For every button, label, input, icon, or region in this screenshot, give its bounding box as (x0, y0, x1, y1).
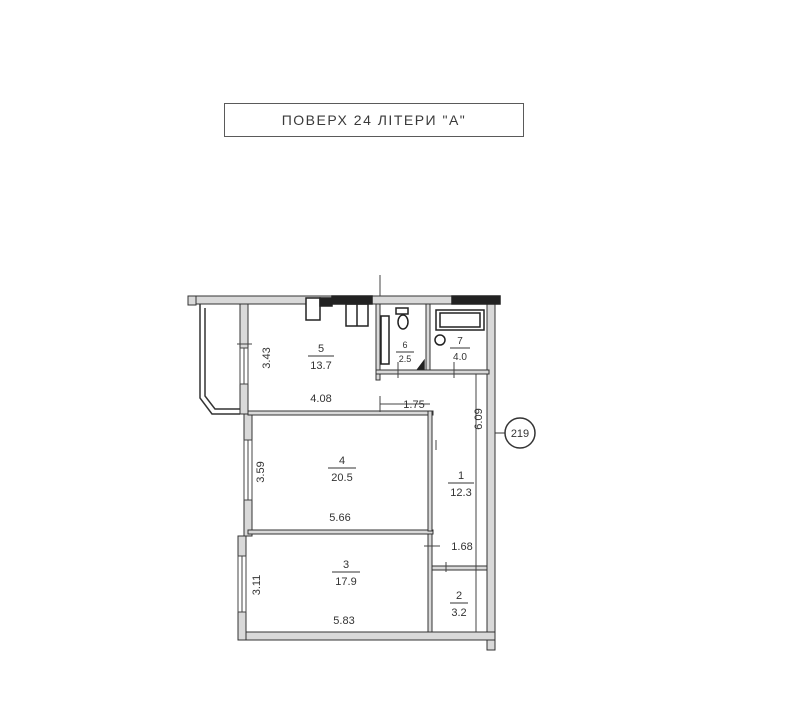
room-1-area: 12.3 (450, 487, 471, 499)
balcony (199, 304, 240, 415)
dim-room4-height: 3.59 (255, 461, 267, 482)
room-7-number: 7 (457, 336, 463, 347)
floor-title: ПОВЕРХ 24 ЛІТЕРИ "А" (224, 103, 524, 137)
wall-right (486, 303, 496, 651)
wall-bottom (239, 631, 496, 641)
room-7-area: 4.0 (453, 352, 467, 363)
wall-room6-room7 (425, 303, 431, 373)
apartment-number: 219 (511, 428, 529, 440)
room-4-area: 20.5 (331, 472, 352, 484)
dimension-lines (237, 275, 477, 632)
wall-room5-room4 (247, 410, 434, 416)
wall-room4-corridor (427, 410, 433, 532)
wall-room3-corridor (427, 533, 433, 633)
room-2-number: 2 (456, 590, 462, 602)
room-6-number: 6 (402, 340, 407, 350)
dimension-labels: 3.43 4.08 1.75 6.09 3.59 5.66 1.68 3.11 … (251, 347, 485, 627)
wall-bath-corridor (375, 369, 490, 375)
washer-icon (380, 315, 390, 365)
room-4-number: 4 (339, 455, 345, 467)
wall-room4-room3 (247, 529, 434, 535)
toilet-icon (397, 314, 409, 330)
room-5-number: 5 (318, 343, 324, 355)
stove-icon (305, 297, 321, 321)
dim-room5-width: 4.08 (310, 393, 331, 405)
windows (237, 347, 253, 613)
wall-top-left-stub (187, 295, 197, 306)
dim-room3-height: 3.11 (251, 575, 263, 596)
dim-room3-width: 5.83 (333, 615, 354, 627)
wall-room5-room6 (375, 303, 381, 381)
door-swing-icon (416, 358, 425, 370)
room-1-number: 1 (458, 470, 464, 482)
fixtures (305, 295, 501, 370)
apartment-marker: 219 (495, 417, 536, 449)
wall-room2-top (431, 565, 488, 571)
room-labels: 5 13.7 6 2.5 7 4.0 4 20.5 1 12.3 3 17.9 … (310, 336, 471, 619)
apartment-number-circle (504, 417, 536, 449)
dim-corridor-length: 6.09 (473, 408, 485, 429)
floor-title-text: ПОВЕРХ 24 ЛІТЕРИ "А" (281, 112, 467, 128)
room-5-area: 13.7 (310, 360, 331, 372)
dim-room2-width: 1.68 (451, 541, 472, 553)
room-3-area: 17.9 (335, 576, 356, 588)
room-label-bars (308, 347, 474, 604)
room-6-area: 2.5 (399, 354, 412, 364)
room-2-area: 3.2 (451, 607, 466, 619)
room-3-number: 3 (343, 559, 349, 571)
dim-corridor-width: 1.75 (403, 399, 424, 411)
dim-room4-width: 5.66 (329, 512, 350, 524)
washbasin-icon (434, 334, 446, 346)
dim-room5-height: 3.43 (261, 347, 273, 368)
